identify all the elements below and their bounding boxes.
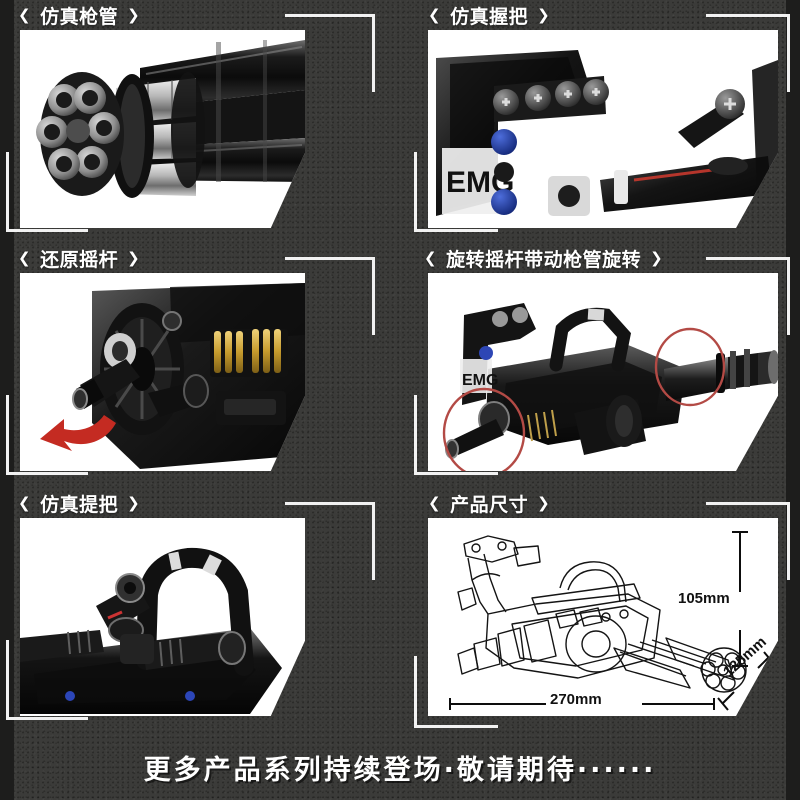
panel-lever-return[interactable]: ❮ 还原摇杆 ❯ [0, 243, 400, 491]
chevron-left-icon: ❮ [428, 494, 442, 512]
panel-grip[interactable]: ❮ 仿真握把 ❯ [410, 0, 800, 240]
photo-lever-return[interactable] [20, 273, 305, 471]
carry-handle-illustration [20, 547, 282, 714]
bracket-bottom-left-h [414, 725, 498, 728]
chevron-right-icon: ❯ [650, 249, 664, 267]
photo-barrel[interactable] [20, 30, 305, 228]
bracket-bottom-left-v [414, 656, 417, 728]
barrel-illustration [36, 40, 305, 198]
chevron-left-icon: ❮ [18, 6, 32, 24]
chevron-left-icon: ❮ [18, 494, 32, 512]
panel-title-dimensions: ❮ 产品尺寸 ❯ [428, 488, 550, 518]
panel-title-carry-handle: ❮ 仿真提把 ❯ [18, 488, 140, 518]
panel-title-text: 产品尺寸 [450, 494, 529, 516]
panel-title-text: 还原摇杆 [40, 249, 119, 271]
dimension-height-label: 105mm [678, 590, 730, 607]
photo-dimensions[interactable]: 270mm 105mm 125mm [428, 518, 778, 716]
bracket-bottom-left-h [6, 472, 88, 475]
bracket-bottom-left-v [414, 395, 417, 475]
chevron-left-icon: ❮ [18, 249, 32, 267]
chevron-right-icon: ❯ [537, 494, 551, 512]
bottom-banner: 更多产品系列持续登场·敬请期待······ [0, 734, 800, 800]
dimension-length-label: 270mm [550, 691, 602, 708]
bracket-top-right-h [706, 14, 790, 17]
panel-title-text: 仿真握把 [450, 6, 529, 28]
bracket-bottom-left-v [6, 640, 9, 720]
bracket-top-right-h [285, 257, 375, 260]
chevron-right-icon: ❯ [537, 6, 551, 24]
chevron-right-icon: ❯ [127, 6, 141, 24]
grip-illustration: EMG [436, 50, 778, 220]
bracket-bottom-left-v [414, 152, 417, 232]
svg-text:EMG: EMG [462, 372, 498, 389]
bracket-bottom-left-h [414, 229, 498, 232]
panel-title-text: 仿真枪管 [40, 6, 119, 28]
chevron-right-icon: ❯ [127, 249, 141, 267]
chevron-left-icon: ❮ [424, 249, 438, 267]
bracket-bottom-left-v [6, 395, 9, 475]
panel-carry-handle[interactable]: ❮ 仿真提把 ❯ [0, 488, 400, 736]
bracket-top-right-h [706, 502, 790, 505]
panel-title-lever-rotate: ❮ 旋转摇杆带动枪管旋转 ❯ [424, 243, 663, 273]
panel-title-grip: ❮ 仿真握把 ❯ [428, 0, 550, 30]
panel-lever-rotate[interactable]: ❮ 旋转摇杆带动枪管旋转 ❯ [410, 243, 800, 491]
lever-return-illustration [40, 283, 305, 469]
photo-carry-handle[interactable] [20, 518, 305, 716]
highlight-circle-icon [442, 327, 726, 471]
bracket-top-right-v [372, 257, 375, 335]
chevron-left-icon: ❮ [428, 6, 442, 24]
chevron-right-icon: ❯ [127, 494, 141, 512]
panel-barrel[interactable]: ❮ 仿真枪管 ❯ [0, 0, 400, 240]
bracket-top-right-v [787, 502, 790, 580]
bracket-top-right-h [285, 502, 375, 505]
panel-title-barrel: ❮ 仿真枪管 ❯ [18, 0, 140, 30]
bracket-top-right-h [706, 257, 790, 260]
photo-grip[interactable]: EMG [428, 30, 778, 228]
dimensions-line-drawing [449, 531, 775, 711]
bracket-bottom-left-h [414, 472, 498, 475]
bracket-top-right-v [787, 257, 790, 335]
banner-text: 更多产品系列持续登场·敬请期待······ [143, 754, 657, 786]
bracket-top-right-h [285, 14, 375, 17]
bracket-bottom-left-h [6, 229, 88, 232]
rotation-arrow-icon [40, 415, 116, 451]
bracket-bottom-left-h [6, 717, 88, 720]
panel-title-text: 旋转摇杆带动枪管旋转 [446, 249, 642, 271]
right-edge-band [786, 0, 800, 800]
bracket-top-right-v [372, 502, 375, 580]
bracket-top-right-v [787, 14, 790, 92]
photo-lever-rotate[interactable]: EMG [428, 273, 778, 471]
bracket-top-right-v [372, 14, 375, 92]
panel-title-text: 仿真提把 [40, 494, 119, 516]
bracket-bottom-left-v [6, 152, 9, 232]
lever-rotate-illustration: EMG [442, 303, 778, 471]
panel-title-lever-return: ❮ 还原摇杆 ❯ [18, 243, 140, 273]
panel-dimensions[interactable]: ❮ 产品尺寸 ❯ [410, 488, 800, 736]
